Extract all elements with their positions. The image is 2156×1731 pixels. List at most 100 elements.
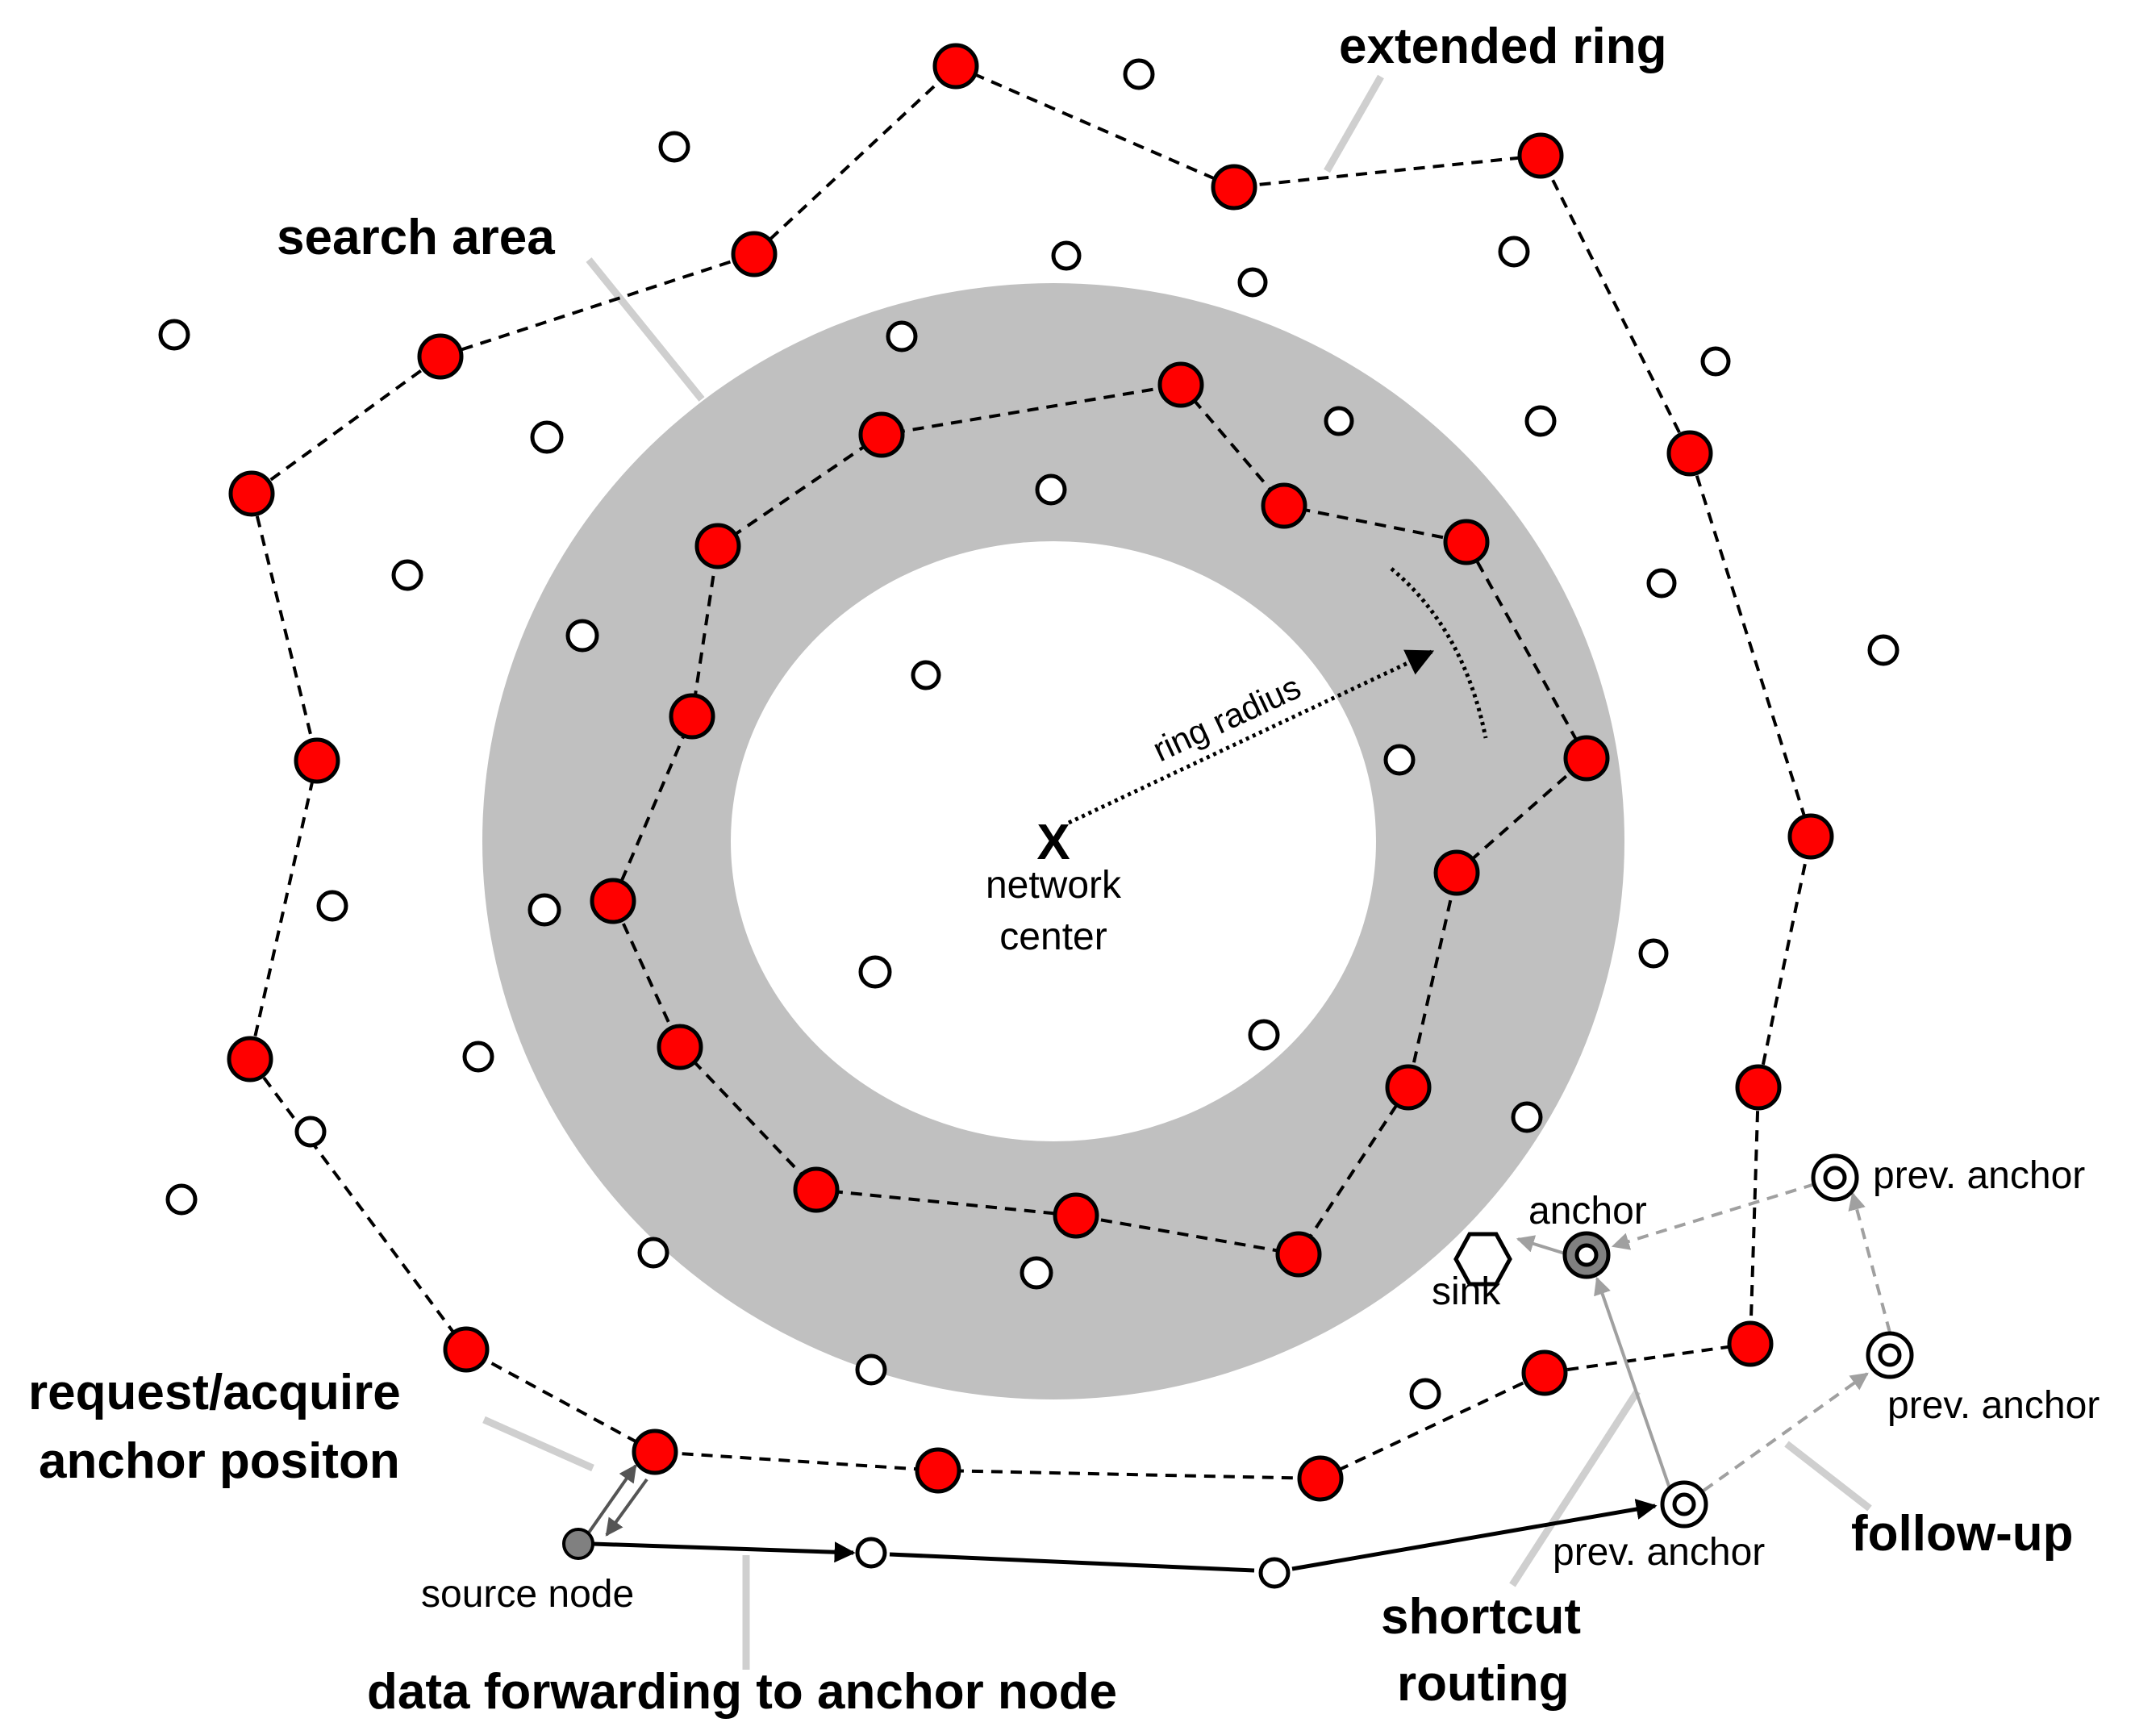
outer-ring-path — [248, 64, 1813, 1481]
source-node — [562, 1528, 594, 1560]
prev-anchor-1-inner — [1823, 1166, 1847, 1190]
prev-anchor-2-inner — [1878, 1343, 1902, 1367]
node — [637, 1237, 669, 1269]
prev-anchor-node-2 — [1866, 1331, 1914, 1379]
source-node-label: source node — [421, 1573, 634, 1616]
outer-ring-node — [1787, 813, 1834, 860]
outer-ring-node — [227, 1036, 273, 1082]
follow-up-segment-3 — [1611, 1183, 1816, 1250]
outer-ring-node — [1727, 1320, 1774, 1367]
anchor-node — [1562, 1231, 1611, 1279]
request-label-line1: request/acquire — [28, 1365, 401, 1420]
outer-ring-node — [1211, 164, 1257, 211]
inner-ring-node — [1443, 519, 1490, 565]
node — [911, 660, 941, 690]
inner-ring-node — [1157, 361, 1204, 408]
node — [1020, 1256, 1053, 1290]
inner-ring-node — [858, 411, 905, 458]
callout-lines — [482, 74, 1872, 1670]
acquire-arrow-down — [605, 1478, 648, 1537]
shortcut-label: shortcut — [1381, 1589, 1581, 1645]
node — [1051, 240, 1082, 271]
node — [294, 1116, 327, 1148]
anchor-label: anchor — [1528, 1190, 1647, 1233]
forward-segment-2 — [889, 1552, 1255, 1573]
anchor-to-sink-arrow — [1516, 1235, 1566, 1255]
ring-radius-label: ring radius — [1147, 668, 1307, 769]
node — [1867, 634, 1900, 666]
inner-ring-node — [590, 878, 636, 924]
callout-extended-ring — [1324, 74, 1384, 173]
outer-ring-node — [294, 737, 340, 784]
inner-ring-node — [1563, 735, 1610, 782]
node — [165, 1183, 198, 1216]
inner-ring-node — [1385, 1064, 1432, 1111]
node — [1646, 568, 1677, 599]
node — [1035, 473, 1067, 506]
outer-ring-node — [731, 231, 778, 277]
node — [1324, 406, 1354, 436]
forward-segment-1 — [592, 1541, 856, 1563]
inner-ring-nodes — [590, 361, 1610, 1278]
inner-ring-path — [611, 382, 1589, 1257]
outer-ring-node — [915, 1447, 961, 1494]
relay-node-1 — [855, 1537, 887, 1569]
outer-ring-node — [443, 1326, 490, 1373]
shortcut-arrow — [1594, 1276, 1671, 1489]
sink-label: sink — [1432, 1270, 1501, 1313]
outer-ring-node — [228, 470, 275, 517]
inner-ring-node — [657, 1024, 703, 1070]
outer-ring-node — [1297, 1455, 1344, 1502]
node — [158, 319, 190, 351]
follow-up-segment-2 — [1848, 1191, 1891, 1333]
data-forwarding-label: data forwarding to anchor node — [367, 1664, 1117, 1720]
sink-hexagon-icon — [1453, 1232, 1512, 1287]
outer-ring-node — [1521, 1349, 1568, 1396]
ring-radius-arrow — [1067, 649, 1435, 825]
anchor-node-inner — [1574, 1243, 1599, 1267]
routing-label: routing — [1397, 1656, 1570, 1712]
node — [858, 955, 892, 989]
node — [528, 893, 561, 927]
prev-anchor-node-3 — [1660, 1480, 1708, 1529]
inner-ring-node — [1261, 482, 1307, 529]
search-area-label: search area — [277, 210, 555, 265]
node — [462, 1041, 494, 1073]
inner-ring-node — [793, 1166, 840, 1213]
inner-ring-node — [1433, 849, 1480, 896]
extended-ring-label: extended ring — [1339, 19, 1667, 74]
node — [530, 420, 564, 454]
request-label-line2: anchor positon — [39, 1433, 400, 1489]
prev-anchor-3-inner — [1672, 1492, 1696, 1516]
node — [855, 1354, 887, 1386]
prev-anchor-label-1: prev. anchor — [1873, 1154, 2085, 1197]
relay-node-2 — [1258, 1557, 1291, 1589]
center-label: center — [999, 916, 1107, 958]
follow-up-segment-1 — [1702, 1372, 1869, 1492]
callout-request — [482, 1416, 594, 1472]
forward-segment-3 — [1291, 1499, 1658, 1571]
node — [391, 559, 423, 591]
node — [1524, 405, 1557, 437]
outer-ring-node — [632, 1429, 678, 1475]
outer-ring-node — [417, 333, 464, 380]
node — [1383, 744, 1416, 776]
inner-ring-node — [694, 523, 741, 569]
node — [1700, 346, 1731, 377]
outer-ring-nodes — [227, 43, 1834, 1502]
node — [1237, 267, 1268, 298]
prev-anchor-label-2: prev. anchor — [1887, 1384, 2100, 1427]
network-center-mark: X — [1036, 815, 1070, 870]
outer-ring-node — [1735, 1064, 1782, 1111]
prev-anchor-node-1 — [1811, 1153, 1859, 1202]
node — [316, 890, 348, 922]
callout-search-area — [586, 257, 705, 402]
node — [1498, 236, 1530, 268]
idle-nodes — [158, 58, 1900, 1589]
node — [565, 619, 599, 653]
network-label: network — [986, 864, 1122, 907]
inner-ring-node — [1275, 1231, 1322, 1278]
node — [886, 320, 918, 352]
node — [658, 131, 690, 163]
